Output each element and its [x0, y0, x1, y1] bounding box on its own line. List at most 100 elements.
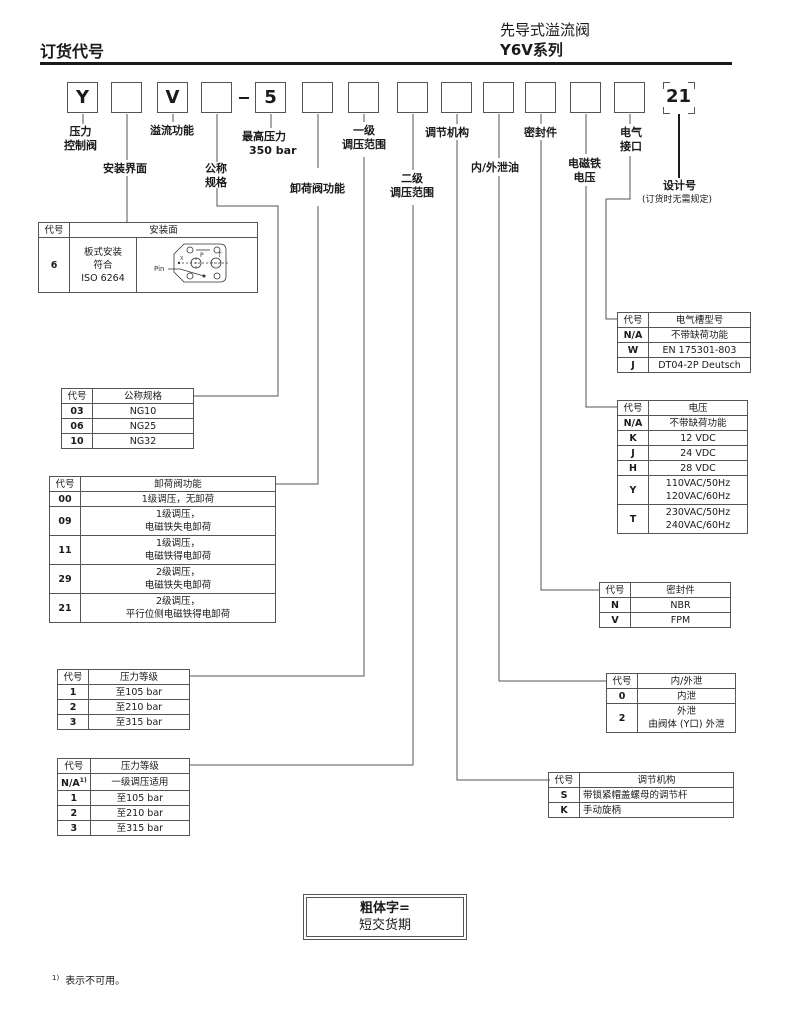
label-pressure-control: 压力 控制阀 [64, 125, 97, 152]
connector-seal [540, 114, 599, 591]
code-box-size [201, 82, 232, 113]
label-relief: 溢流功能 [150, 124, 194, 137]
code-box-max-pressure: 5 [255, 82, 286, 113]
label-stage2: 二级 调压范围 [390, 172, 434, 199]
label-unloading: 卸荷阀功能 [290, 182, 345, 195]
page-title: 订货代号 [40, 42, 105, 61]
connector-size [193, 114, 279, 397]
col-header-mounting: 安装面 [69, 222, 258, 238]
label-max-pressure: 最高压力 [242, 130, 286, 143]
connector-electrical [605, 114, 631, 320]
header-rule [40, 62, 732, 65]
bracket-corner [688, 107, 695, 114]
port-p-label: P [200, 252, 204, 259]
label-adjustment: 调节机构 [425, 126, 469, 139]
mounting-pattern-icon: Pin P T X [154, 243, 228, 283]
code-box-drain [483, 82, 514, 113]
code-box-mounting [111, 82, 142, 113]
code-box-electrical [614, 82, 645, 113]
footnote-mark: 1) [52, 973, 60, 982]
code-box-stage2 [397, 82, 428, 113]
label-voltage: 电磁铁 电压 [568, 157, 601, 184]
footnote-marker: 1) [79, 777, 87, 784]
connector-voltage [585, 114, 617, 408]
bracket-corner [663, 82, 670, 89]
bracket-corner [688, 82, 695, 89]
code-box-seal [525, 82, 556, 113]
label-mounting: 安装界面 [103, 162, 147, 175]
label-max-pressure-value: 350 bar [249, 144, 297, 157]
code-box-unloading [302, 82, 333, 113]
footnote-text: 表示不可用。 [65, 976, 126, 987]
mounting-table: 代号 安装面 6 板式安装 符合 ISO 6264 Pin P T [38, 222, 258, 293]
connector-stage1 [190, 114, 365, 677]
connector-drain [498, 114, 606, 682]
connector-unloading [276, 114, 319, 485]
footnote: 1) 表示不可用。 [52, 972, 125, 987]
product-name: 先导式溢流阀 [500, 21, 591, 39]
port-x-label: X [180, 256, 184, 262]
code-box-relief: V [157, 82, 188, 113]
label-design-note: (订货时无需规定) [642, 195, 713, 205]
label-stage1: 一级 调压范围 [342, 124, 386, 151]
code-box-voltage [570, 82, 601, 113]
connector-stage2 [190, 114, 414, 766]
code-box-design: 21 [665, 86, 692, 107]
connector-adjustment [456, 114, 550, 781]
table-row: 6 板式安装 符合 ISO 6264 Pin P T X [38, 237, 258, 293]
code-box-adjustment [441, 82, 472, 113]
code-dash [239, 97, 249, 99]
table-row: N/A1)一级调压适用 [57, 772, 191, 792]
bracket-corner [663, 107, 670, 114]
port-t-label: T [217, 252, 222, 259]
label-seal: 密封件 [524, 126, 557, 139]
label-electrical: 电气 接口 [620, 126, 642, 153]
label-drain: 内/外泄油 [471, 161, 520, 174]
col-header-code: 代号 [38, 222, 70, 238]
mounting-pattern-diagram: Pin P T X [136, 237, 258, 293]
pin-label: Pin [154, 265, 164, 273]
legend-box: 粗体字= 短交货期 [303, 894, 467, 940]
product-series: Y6V系列 [500, 41, 563, 59]
label-design: 设计号 [663, 179, 696, 192]
legend-bold-label: 粗体字= [360, 901, 410, 916]
legend-short-delivery: 短交货期 [358, 918, 411, 933]
label-size: 公称 规格 [205, 162, 227, 189]
